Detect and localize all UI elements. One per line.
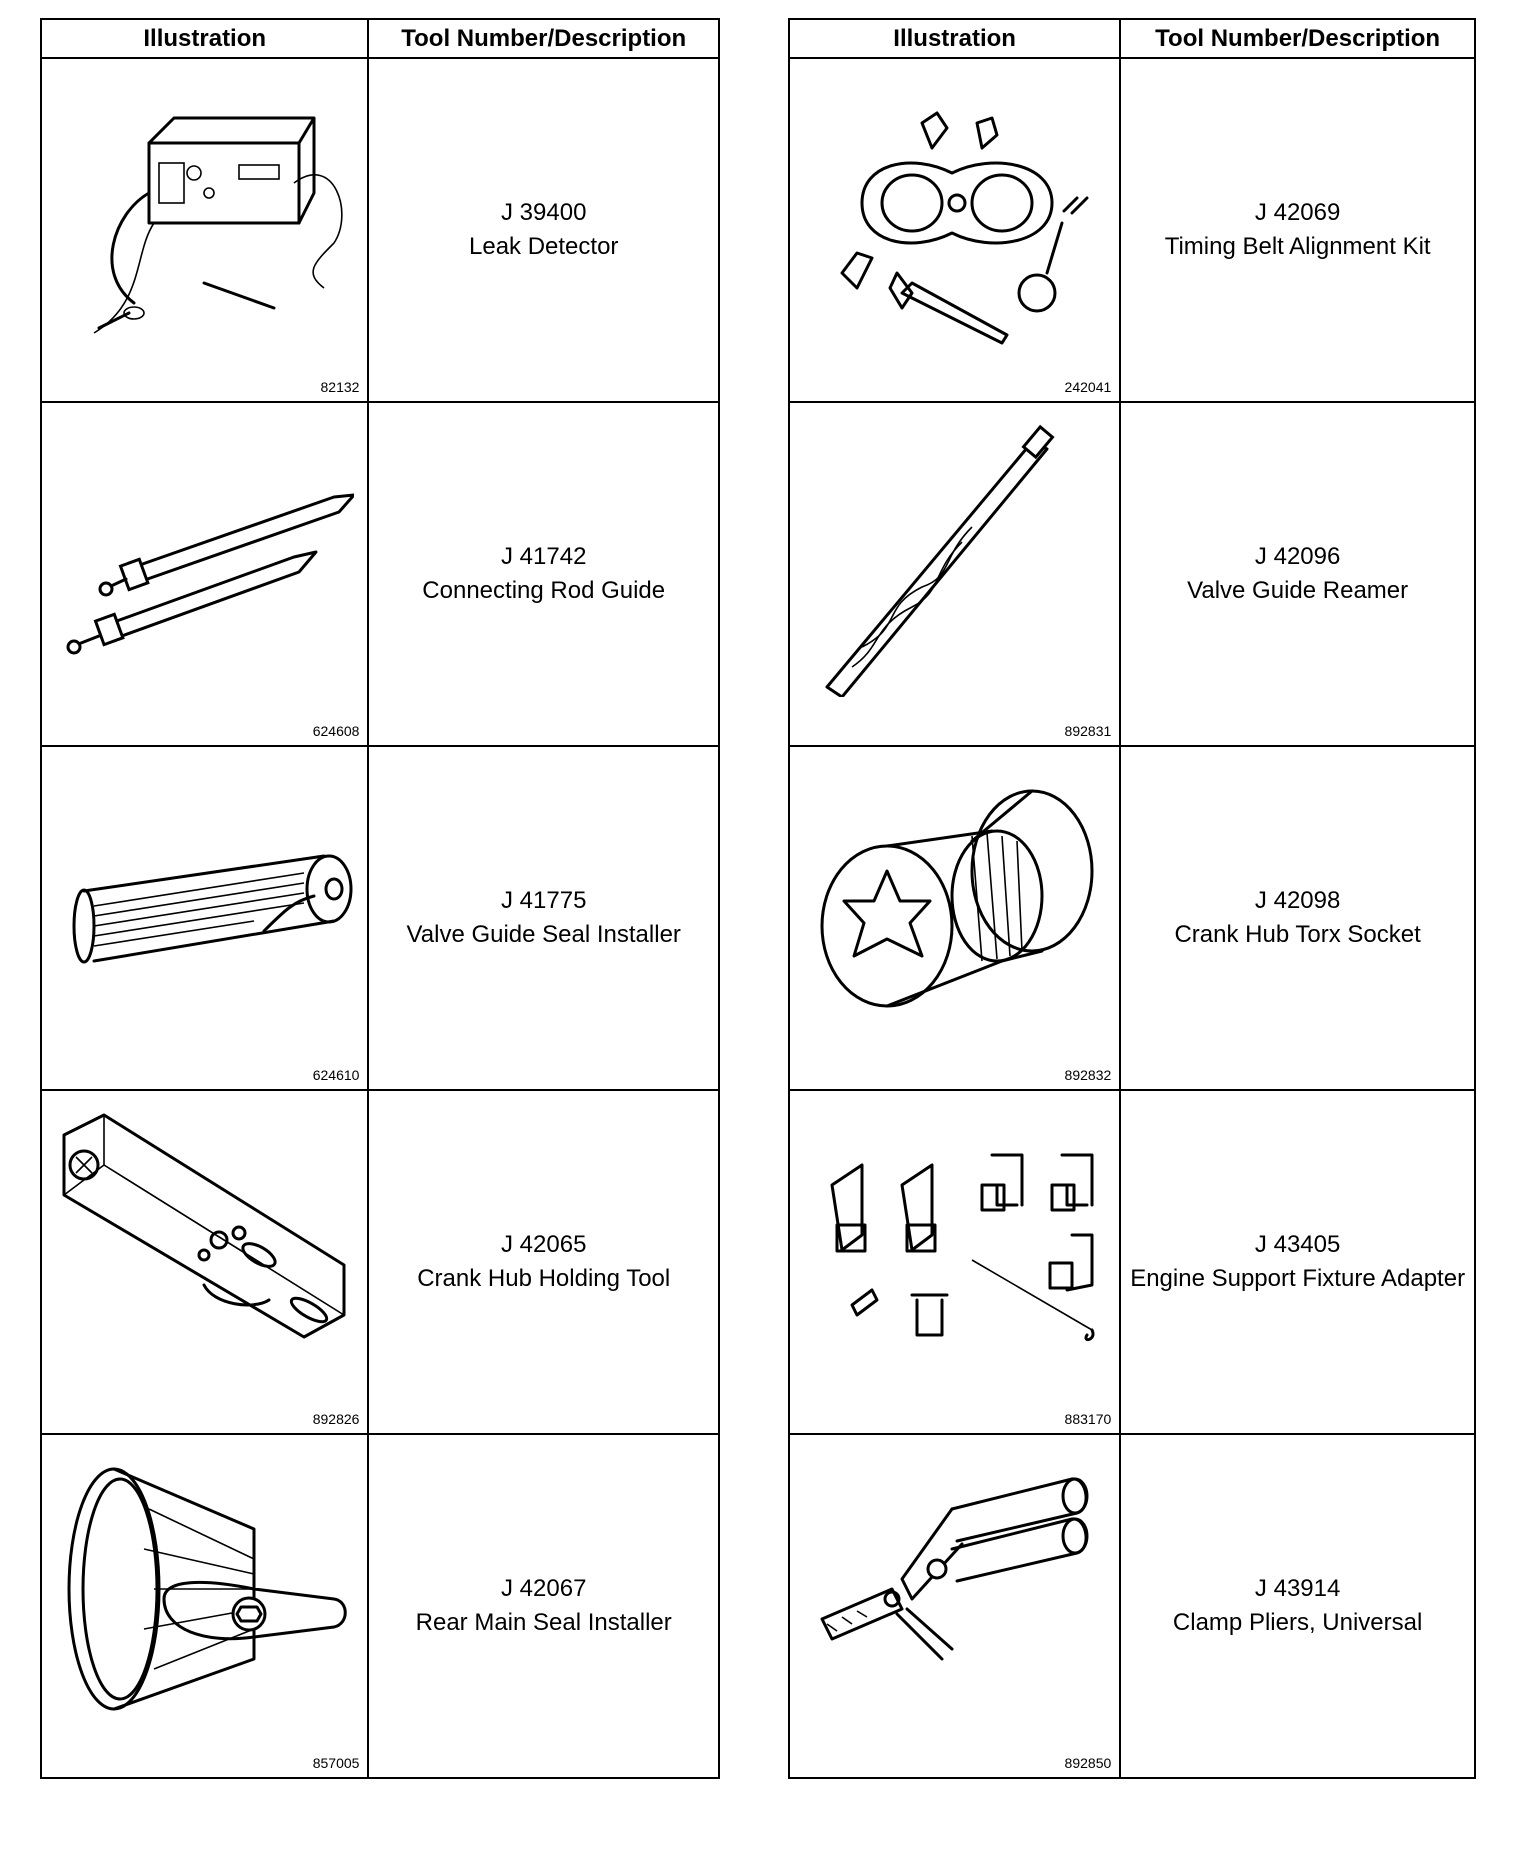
tool-description-cell: J 42098 Crank Hub Torx Socket [1119,745,1476,1091]
tool-description-cell: J 42069 Timing Belt Alignment Kit [1119,57,1476,403]
tool-number: J 43405 [1254,1231,1341,1258]
illustration-cell: 242041 [787,57,1122,403]
table-header-row: Illustration Tool Number/Description [39,18,720,59]
tool-description-cell: J 43914 Clamp Pliers, Universal [1119,1433,1476,1779]
table-row: 892850 J 43914 Clamp Pliers, Universal [787,1433,1476,1779]
tool-description-cell: J 43405 Engine Support Fixture Adapter [1119,1089,1476,1435]
table-row: 892831 J 42096 Valve Guide Reamer [787,401,1476,747]
tool-description-cell: J 41775 Valve Guide Seal Installer [367,745,720,1091]
illustration-cell: 892832 [787,745,1122,1091]
illustration-cell: 624610 [39,745,370,1091]
crank-hub-holding-tool-illustration [62,1113,346,1339]
table-row: 883170 J 43405 Engine Support Fixture Ad… [787,1089,1476,1435]
tool-description: Rear Main Seal Installer [415,1609,672,1636]
figure-reference: 857005 [312,1755,360,1771]
illustration-cell: 857005 [39,1433,370,1779]
tool-table-left: Illustration Tool Number/Description 821… [39,18,720,1779]
figure-reference: 892831 [1064,723,1112,739]
figure-reference: 82132 [320,379,360,395]
tool-number: J 41742 [501,543,587,570]
column-header-illustration: Illustration [787,18,1122,59]
column-header-tool: Tool Number/Description [1119,18,1476,59]
table-row: 892826 J 42065 Crank Hub Holding Tool [39,1089,720,1435]
tool-number: J 42098 [1254,887,1341,914]
tool-table-right: Illustration Tool Number/Description 242… [787,18,1476,1779]
timing-belt-alignment-kit-illustration [840,111,1089,345]
tool-number: J 41775 [501,887,587,914]
figure-reference: 624610 [312,1067,360,1083]
figure-reference: 624608 [312,723,360,739]
tool-number: J 42096 [1254,543,1341,570]
tool-description: Valve Guide Reamer [1187,577,1409,604]
tool-description-cell: J 42096 Valve Guide Reamer [1119,401,1476,747]
tool-number: J 42065 [501,1231,587,1258]
figure-reference: 883170 [1064,1411,1112,1427]
tool-description: Crank Hub Torx Socket [1174,921,1421,948]
table-header-row: Illustration Tool Number/Description [787,18,1476,59]
leak-detector-illustration [93,116,343,334]
tool-number: J 39400 [501,199,587,226]
column-header-tool: Tool Number/Description [367,18,720,59]
table-row: 624608 J 41742 Connecting Rod Guide [39,401,720,747]
column-header-illustration: Illustration [39,18,370,59]
table-row: 242041 J 42069 Timing Belt Alignment Kit [787,57,1476,403]
tool-description-cell: J 39400 Leak Detector [367,57,720,403]
connecting-rod-guide-illustration [66,493,354,655]
tool-description: Timing Belt Alignment Kit [1164,233,1431,260]
engine-support-fixture-adapter-illustration [830,1153,1095,1342]
figure-reference: 892850 [1064,1755,1112,1771]
tool-description: Valve Guide Seal Installer [406,921,681,948]
figure-reference: 892832 [1064,1067,1112,1083]
illustration-cell: 892850 [787,1433,1122,1779]
tool-description-cell: J 42065 Crank Hub Holding Tool [367,1089,720,1435]
illustration-cell: 892831 [787,401,1122,747]
tool-number: J 42069 [1254,199,1341,226]
tool-description: Engine Support Fixture Adapter [1130,1265,1466,1292]
figure-reference: 892826 [312,1411,360,1427]
illustration-cell: 624608 [39,401,370,747]
table-row: 892832 J 42098 Crank Hub Torx Socket [787,745,1476,1091]
tool-description: Connecting Rod Guide [422,577,666,604]
figure-reference: 242041 [1064,379,1112,395]
tool-description: Leak Detector [469,233,619,260]
tool-description: Clamp Pliers, Universal [1172,1609,1423,1636]
valve-guide-reamer-illustration [825,424,1055,697]
illustration-cell: 892826 [39,1089,370,1435]
illustration-cell: 883170 [787,1089,1122,1435]
tool-description-cell: J 42067 Rear Main Seal Installer [367,1433,720,1779]
tool-number: J 43914 [1254,1575,1341,1602]
rear-main-seal-installer-illustration [67,1467,347,1711]
table-row: 624610 J 41775 Valve Guide Seal Installe… [39,745,720,1091]
table-row: 857005 J 42067 Rear Main Seal Installer [39,1433,720,1779]
torx-socket-illustration [820,789,1094,1008]
clamp-pliers-illustration [820,1477,1089,1661]
valve-guide-seal-installer-illustration [72,854,353,964]
table-row: 82132 J 39400 Leak Detector [39,57,720,403]
tool-number: J 42067 [501,1575,587,1602]
tool-description-cell: J 41742 Connecting Rod Guide [367,401,720,747]
illustration-cell: 82132 [39,57,370,403]
tool-description: Crank Hub Holding Tool [417,1265,671,1292]
